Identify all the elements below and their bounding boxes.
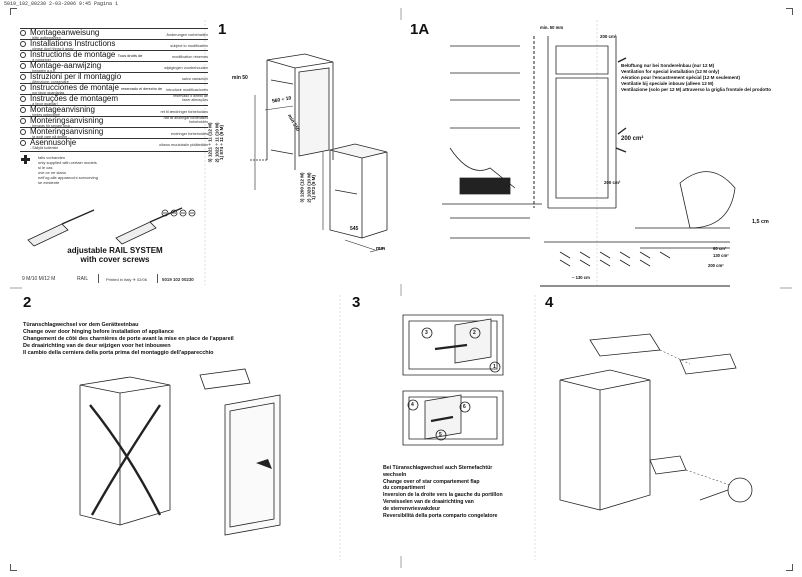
lang-row-it: Istruzioni per il montaggio - Attenzione…	[20, 72, 208, 84]
bullet-icon	[20, 129, 26, 135]
crop-mark	[786, 8, 793, 15]
step-2: 2	[473, 330, 476, 336]
gap-60: 60 cm²	[713, 246, 727, 251]
screwdriver-illustration	[27, 207, 196, 247]
step-4: 4	[411, 402, 414, 408]
step-5: 5	[439, 432, 442, 438]
bullet-icon	[20, 41, 26, 47]
bullet-icon	[20, 74, 26, 80]
panel2-door-reversal-diagram	[79, 368, 281, 536]
bullet-icon	[20, 96, 26, 102]
lang-row-no: Monteringsanvisning - ta godt vare på de…	[20, 127, 208, 139]
dim-depth: 545	[350, 226, 359, 232]
lang-row-sv: Monteringsanvisning - bevaras för senare…	[20, 116, 208, 128]
panel-number-2: 2	[23, 294, 32, 311]
area-mid: 200 cm²	[621, 136, 644, 142]
bullet-icon	[20, 52, 26, 58]
footer-divider	[98, 274, 99, 283]
dim-min50: min 50	[232, 75, 248, 81]
panel1a-ventilation-diagram	[442, 36, 736, 287]
crop-mark	[10, 564, 17, 571]
bullet-icon	[20, 107, 26, 113]
panel3-flap-diagram	[402, 314, 504, 446]
spare-note: falls vorhanden only supplied with certa…	[38, 155, 98, 185]
gap-200: 200 cm²	[708, 263, 724, 268]
area-bottom-left: 200 cm²	[604, 180, 621, 185]
lang-row-nl: Montage-aanwijzing - bewaren a.u.b. wijz…	[20, 61, 208, 73]
depth-small: 1,5 cm	[752, 219, 769, 225]
step-1: 1	[493, 364, 496, 370]
lang-row-fr: Instructions de montage Tous droits de -…	[20, 50, 208, 62]
crop-mark	[786, 564, 793, 571]
footer-printed: Printed in Italy ✈ 02/06	[106, 277, 147, 282]
panel-number-1: 1	[218, 21, 227, 38]
dim-body-12m: 3) 1200 (12 M)	[299, 172, 305, 203]
footer-code: 5019 102 00230	[162, 277, 194, 282]
panel3-instructions: Bei Türanschlagwechsel auch Sternefachtü…	[383, 465, 503, 519]
footer-divider	[157, 274, 158, 283]
dim-body-9m: 1) 873 (9 M)	[311, 174, 317, 201]
dim-height-12m: 3) 1221 ÷ 11 (12 M)	[207, 122, 213, 163]
step-6: 6	[463, 404, 466, 410]
plus-icon	[21, 155, 30, 164]
dim-height-9m: 1) 874 ÷ 11 (9 M)	[218, 125, 224, 160]
panel-number-4: 4	[545, 294, 554, 311]
lang-row-da: Montageanvisning - bedes opbevaret! ret …	[20, 105, 208, 117]
step-3: 3	[425, 330, 428, 336]
dim-bottom: ~ 130 cm	[572, 275, 590, 280]
bullet-icon	[20, 85, 26, 91]
bullet-icon	[20, 30, 26, 36]
area-top: 200 cm²	[600, 34, 617, 39]
crop-mark	[10, 8, 17, 15]
panel-number-1a: 1A	[410, 21, 430, 38]
panel1-installation-diagram	[250, 53, 388, 253]
ventilation-text: Belüftung nur bei Sonderelnbau (nur 12 M…	[621, 63, 772, 92]
dim-unit: mm	[376, 246, 385, 252]
lang-row-en: Installations Instructions - please don'…	[20, 39, 208, 51]
lang-row-fi: Asennusohje - Säilytä kuitenkin oikeus m…	[20, 138, 208, 152]
footer-models: 9 M/10 M/12 M	[22, 276, 56, 282]
panel-number-3: 3	[352, 294, 361, 311]
print-header: 5019_102_00230 2-03-2006 9:45 Pagina 1	[4, 1, 119, 7]
gap-130: 130 cm²	[713, 253, 729, 258]
lang-row-de: Montageanweisung - bitte aufbewahren Änd…	[20, 28, 208, 40]
product-title: adjustable RAIL SYSTEM with cover screws	[67, 246, 163, 264]
panel2-instructions: Türanschlagwechsel vor dem Gerätteeinbau…	[23, 322, 234, 356]
lang-row-es: Instrucciones de montaje reservado el de…	[20, 83, 208, 95]
footer-rail: RAIL	[77, 276, 89, 282]
dim-top: min. 50 mm	[540, 25, 564, 30]
panel4-hinge-diagram	[559, 333, 753, 511]
bullet-icon	[20, 140, 26, 146]
bullet-icon	[20, 63, 26, 69]
lang-row-pt: Instruções de montagem - a favor guardar…	[20, 94, 208, 106]
bullet-icon	[20, 118, 26, 124]
